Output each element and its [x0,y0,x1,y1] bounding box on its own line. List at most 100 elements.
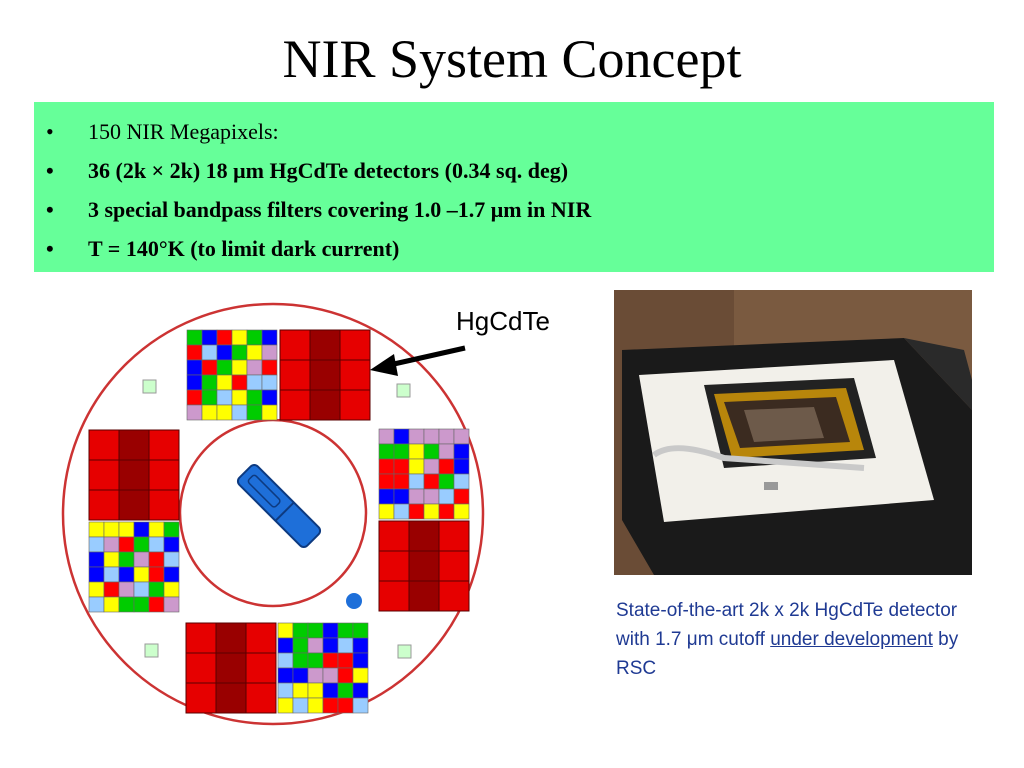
filter-pixel [307,667,324,684]
filter-pixel [337,682,354,699]
detector-tile [185,652,217,684]
filter-pixel [148,521,165,538]
filter-pixel [352,637,369,654]
hgcdte-label: HgCdTe [456,306,550,336]
filter-pixel [118,536,135,553]
detector-tile [148,429,180,461]
filter-pixel [246,374,263,391]
bullet-dot: • [46,119,54,144]
filter-pixel [88,536,105,553]
filter-pixel [216,329,233,346]
filter-pixel [216,359,233,376]
filter-pixel [423,443,440,460]
detector-tile [438,580,470,612]
filter-pixel [423,488,440,505]
detector-tile [309,389,341,421]
filter-pixel [307,652,324,669]
filter-pixel [216,344,233,361]
filter-pixel [246,344,263,361]
wavefront-sensor-square [396,383,411,398]
detector-tile [339,359,371,391]
filter-pixel [438,443,455,460]
filter-pixel [103,536,120,553]
filter-pixel [408,458,425,475]
bullet-text: 150 NIR Megapixels: [88,119,279,144]
filter-pixel [163,536,180,553]
filter-pixel [148,566,165,583]
filter-pixel [453,503,470,520]
filter-pixel [201,374,218,391]
filter-pixel [88,596,105,613]
filter-pixel [163,581,180,598]
filter-pixel [307,682,324,699]
filter-pixel [231,374,248,391]
detector-tile [378,520,410,552]
filter-pixel [292,682,309,699]
filter-pixel [186,344,203,361]
filter-pixel [261,344,278,361]
filter-pixel [133,596,150,613]
filter-pixel [261,359,278,376]
filter-pixel [186,329,203,346]
filter-pixel [292,622,309,639]
filter-pixel [337,637,354,654]
filter-pixel [118,596,135,613]
filter-pixel [307,622,324,639]
filter-pixel [292,652,309,669]
detector-tile [408,550,440,582]
filter-pixel [277,622,294,639]
detector-tile [185,622,217,654]
filter-pixel [277,682,294,699]
filter-pixel [393,428,410,445]
filter-pixel [423,503,440,520]
detector-tile [339,389,371,421]
filter-pixel [378,488,395,505]
detector-tile [378,550,410,582]
filter-pixel [118,551,135,568]
filter-pixel [103,596,120,613]
bullet-dot: • [46,236,54,261]
focal-plane-diagram [61,302,485,726]
bullet-text: 3 special bandpass filters covering 1.0 … [88,197,592,222]
detector-tile [245,652,277,684]
filter-pixel [352,682,369,699]
filter-pixel [277,652,294,669]
filter-pixel [201,389,218,406]
filter-pixel [118,581,135,598]
guide-camera-icon [236,463,322,549]
filter-pixel [201,329,218,346]
detector-array [88,329,470,714]
filter-pixel [423,428,440,445]
outer-ring [61,302,485,726]
filter-pixel [453,473,470,490]
filter-pixel [118,566,135,583]
filter-pixel [163,596,180,613]
filter-pixel [408,503,425,520]
filter-pixel [246,404,263,421]
filter-pixel [393,473,410,490]
filter-pixel [438,428,455,445]
detector-tile [118,489,150,521]
detector-tile [118,459,150,491]
filter-pixel [378,458,395,475]
filter-pixel [103,521,120,538]
filter-pixel [186,389,203,406]
filter-pixel [292,697,309,714]
filter-pixel [408,488,425,505]
detector-tile [408,580,440,612]
filter-pixel [88,566,105,583]
filter-pixel [148,551,165,568]
filter-pixel [231,389,248,406]
detector-tile [88,489,120,521]
detector-photo [614,290,972,575]
bullet-text: 36 (2k × 2k) 18 μm HgCdTe detectors (0.3… [88,158,569,183]
filter-pixel [337,622,354,639]
filter-pixel [322,622,339,639]
filter-pixel [438,458,455,475]
detector-tile [438,550,470,582]
filter-pixel [133,581,150,598]
detector-tile [339,329,371,361]
filter-pixel [408,428,425,445]
filter-pixel [277,667,294,684]
detector-tile [245,682,277,714]
